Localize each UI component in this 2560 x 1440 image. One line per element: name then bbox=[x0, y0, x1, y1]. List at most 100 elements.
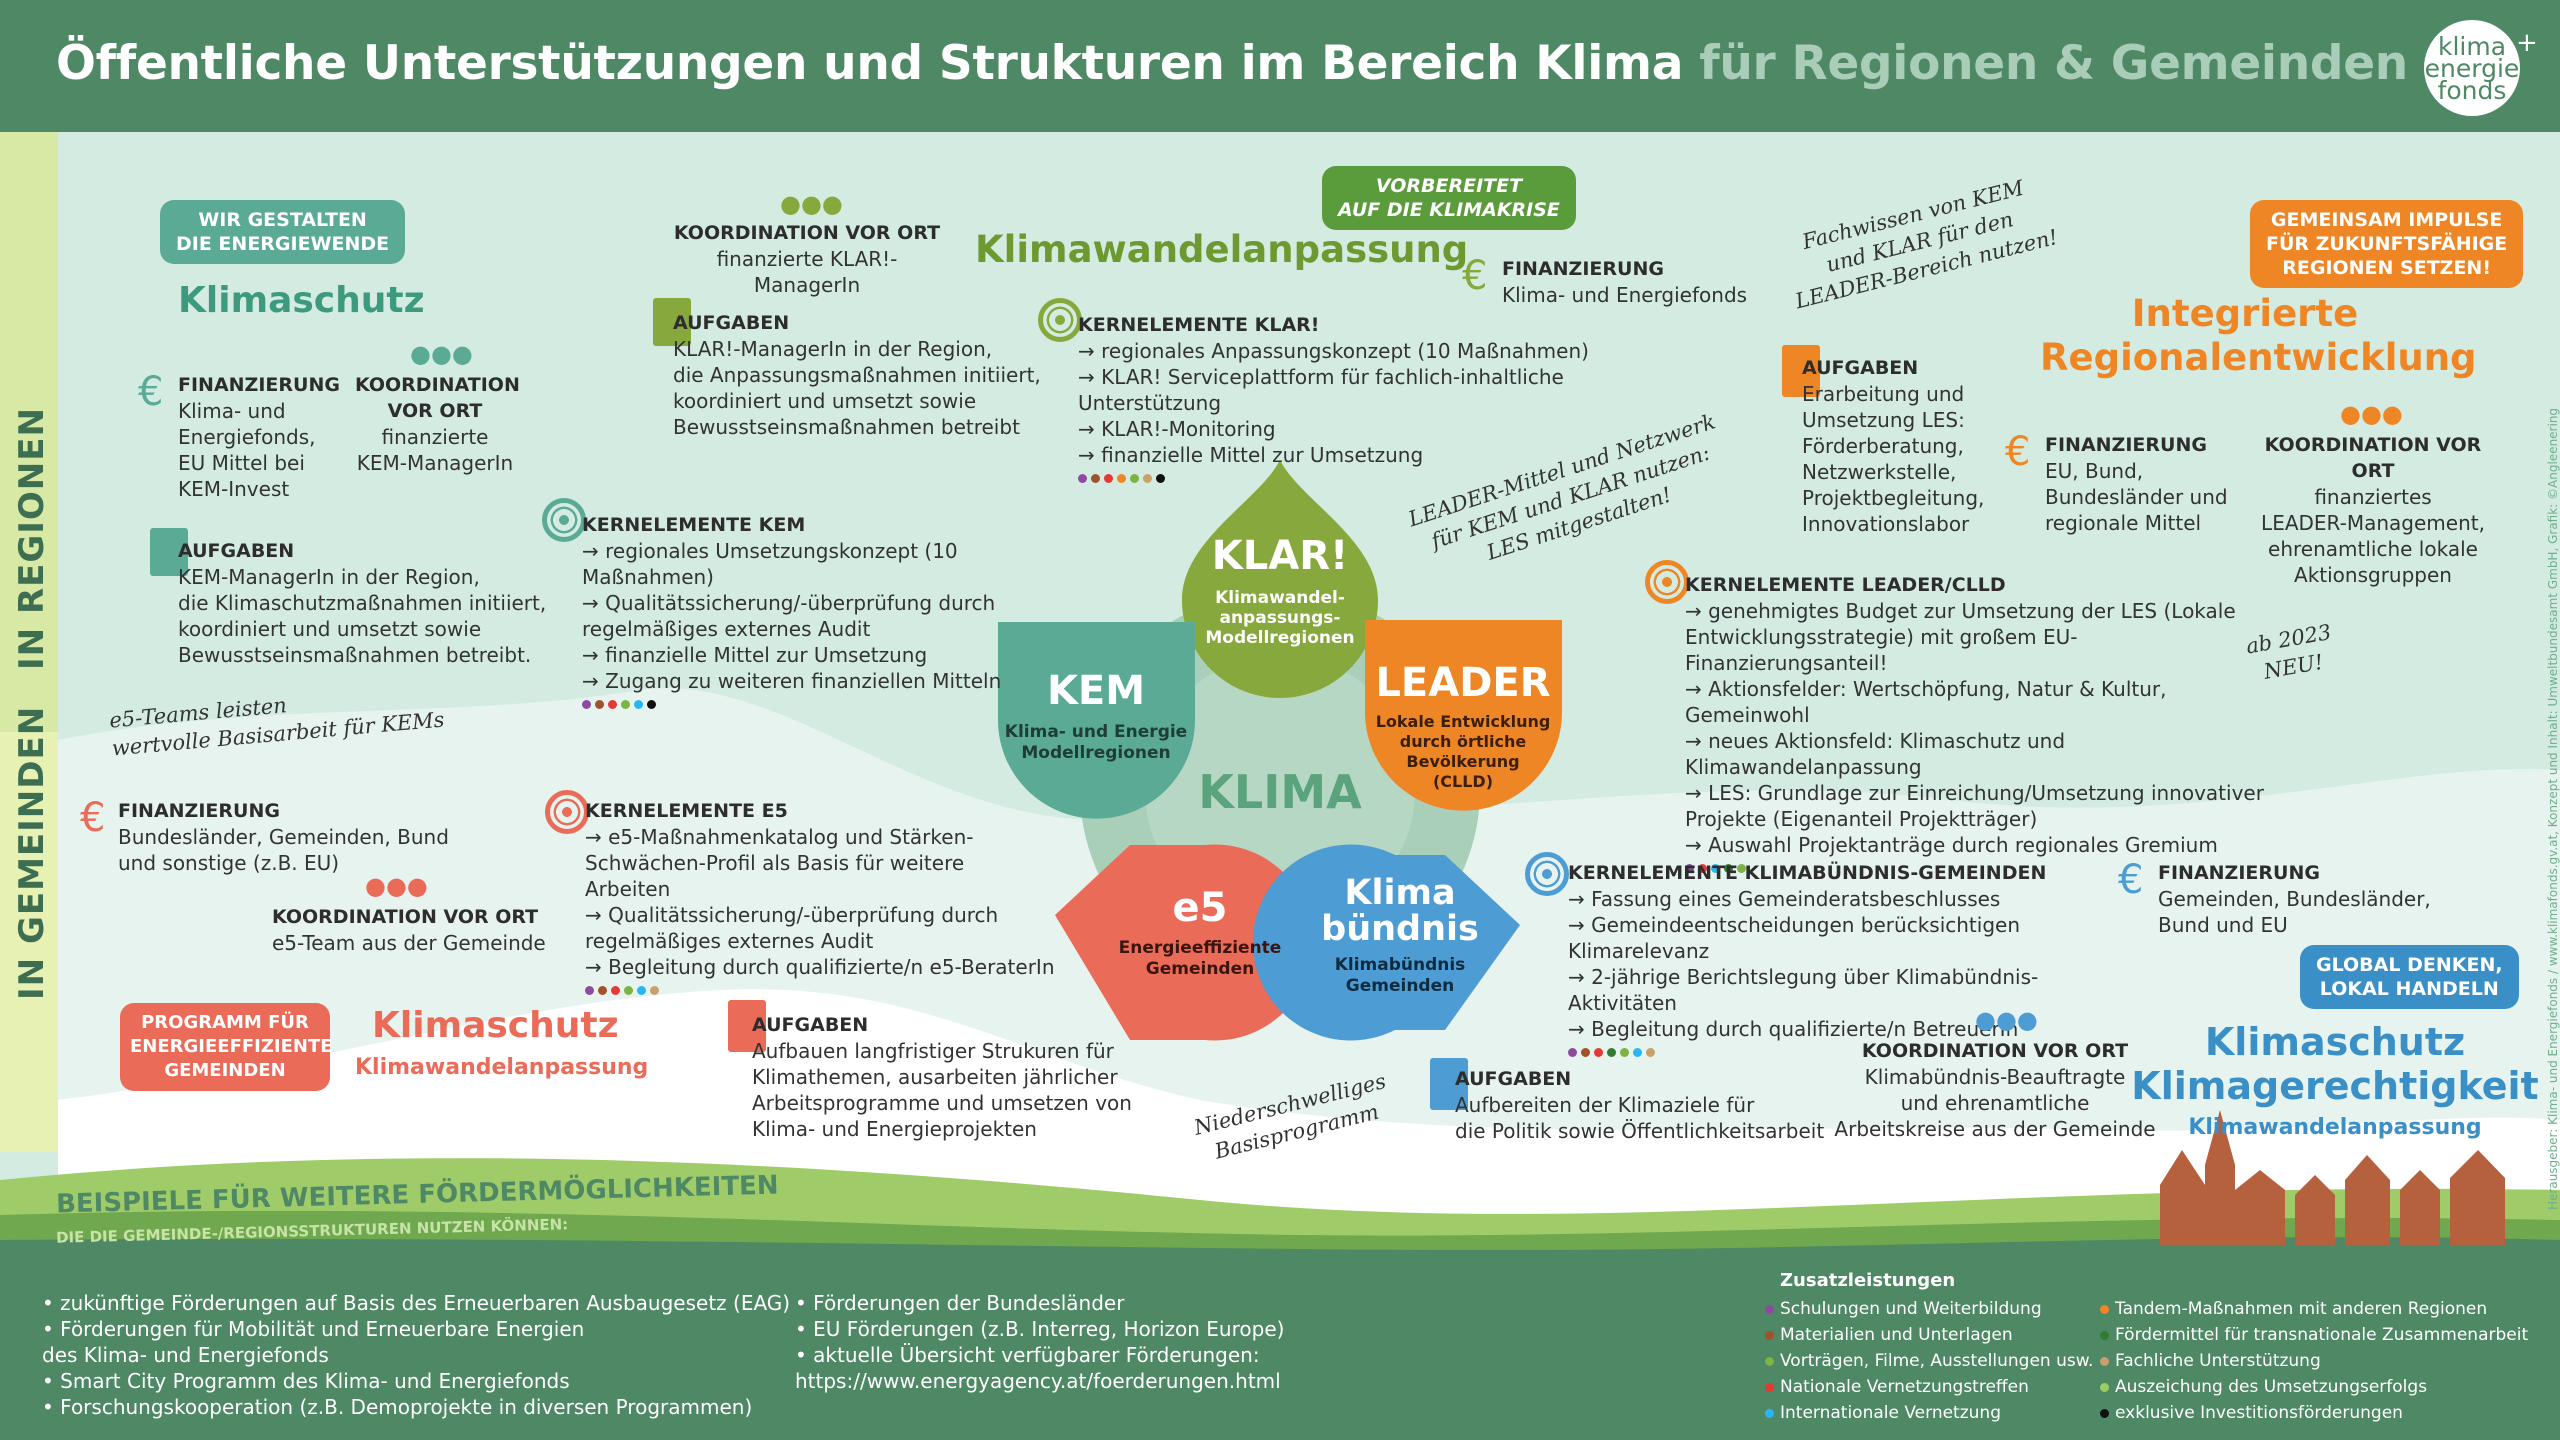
klar-fin-heading: FINANZIERUNG bbox=[1502, 258, 1664, 280]
kem-shape bbox=[997, 622, 1195, 819]
kem-kern-item: → regionales Umsetzungskonzept (10 Maßna… bbox=[582, 539, 958, 589]
kb-kern-item: → 2-jährige Berichtslegung über Klimabün… bbox=[1568, 965, 2039, 1015]
klar-section-title: Klimawandelanpassung bbox=[975, 228, 1469, 271]
service-dot bbox=[611, 986, 620, 995]
leader-fin-text: EU, Bund, Bundesländer und regionale Mit… bbox=[2045, 459, 2228, 535]
kb-bubble: GLOBAL DENKEN, LOKAL HANDELN bbox=[2300, 945, 2519, 1009]
leader-subtitle: Lokale Entwicklung durch örtliche Bevölk… bbox=[1375, 712, 1551, 791]
bottom-list-item: • zukünftige Förderungen auf Basis des E… bbox=[42, 1291, 791, 1315]
e5-auf-heading: AUFGABEN bbox=[752, 1014, 869, 1036]
service-dot bbox=[1646, 1048, 1655, 1057]
kb-kern-item: → Fassung eines Gemeinderatsbeschlusses bbox=[1568, 887, 2001, 911]
kb-section-subtitle: Klimawandelanpassung bbox=[2188, 1115, 2482, 1140]
e5-fin-heading: FINANZIERUNG bbox=[118, 800, 280, 822]
zusatz-label: Materialien und Unterlagen bbox=[1780, 1325, 2013, 1345]
zusatz-item: Fördermittel für transnationale Zusammen… bbox=[2100, 1322, 2545, 1348]
kem-kern-heading: KERNELEMENTE KEM bbox=[582, 514, 806, 536]
klar-bubble: VORBEREITET AUF DIE KLIMAKRISE bbox=[1322, 166, 1576, 230]
zusatz-item: Fachliche Unterstützung bbox=[2100, 1348, 2545, 1374]
kem-kern-item: → Zugang zu weiteren finanziellen Mittel… bbox=[582, 669, 1002, 693]
leader-kern-item: → Aktionsfelder: Wertschöpfung, Natur & … bbox=[1685, 677, 2167, 727]
kb-kern-heading: KERNELEMENTE KLIMABÜNDNIS-GEMEINDEN bbox=[1568, 862, 2047, 884]
klar-kern-item: → regionales Anpassungskonzept (10 Maßna… bbox=[1078, 339, 1589, 363]
service-dot bbox=[585, 986, 594, 995]
kb-section-title: Klimaschutz Klimagerechtigkeit bbox=[2131, 1020, 2539, 1108]
service-dot bbox=[598, 986, 607, 995]
klar-subtitle: Klimawandel- anpassungs- Modellregionen bbox=[1205, 588, 1355, 648]
klar-ko-heading: KOORDINATION VOR ORT bbox=[673, 222, 941, 244]
clipboard-icon bbox=[1430, 1058, 1468, 1110]
leader-auf-text: Erarbeitung und Umsetzung LES: Förderber… bbox=[1802, 382, 1985, 536]
zusatz-label: Schulungen und Weiterbildung bbox=[1780, 1299, 2042, 1319]
target-icon bbox=[1038, 298, 1082, 342]
strip-regionen bbox=[0, 132, 58, 732]
legend-dot bbox=[1765, 1356, 1774, 1366]
service-dot bbox=[582, 700, 591, 709]
service-dot bbox=[1581, 1048, 1590, 1057]
zusatz-label: Tandem-Maßnahmen mit anderen Regionen bbox=[2115, 1299, 2488, 1319]
service-dot bbox=[1620, 1048, 1629, 1057]
zusatz-label: Nationale Vernetzungstreffen bbox=[1780, 1377, 2029, 1397]
service-dot bbox=[1594, 1048, 1603, 1057]
kem-subtitle: Klima- und Energie Modellregionen bbox=[1004, 722, 1188, 763]
kem-fin-text: Klima- und Energiefonds, EU Mittel bei K… bbox=[178, 399, 316, 501]
klar-auf-heading: AUFGABEN bbox=[673, 312, 790, 334]
legend-dot bbox=[1765, 1330, 1774, 1340]
zusatz-label: Auszeichung des Umsetzungserfolgs bbox=[2115, 1377, 2428, 1397]
zusatz-label: Fachliche Unterstützung bbox=[2115, 1351, 2321, 1371]
kem-title: KEM bbox=[1046, 668, 1146, 714]
kb-kern-item: → Begleitung durch qualifizierte/n Betre… bbox=[1568, 1017, 2019, 1041]
strip-gemeinden bbox=[0, 732, 58, 1152]
target-icon bbox=[545, 790, 589, 834]
service-dot bbox=[608, 700, 617, 709]
service-dot bbox=[1078, 474, 1087, 483]
legend-dot bbox=[2100, 1356, 2109, 1366]
zusatz-label: Internationale Vernetzung bbox=[1780, 1403, 2001, 1423]
euro-icon: € bbox=[80, 795, 106, 841]
people-icon: ●●● bbox=[780, 190, 843, 218]
klar-auf-text: KLAR!-ManagerIn in der Region, die Anpas… bbox=[673, 337, 1041, 439]
kb-kern-list: → Fassung eines Gemeinderatsbeschlusses →… bbox=[1568, 886, 2128, 1042]
klar-kern-item: → KLAR! Serviceplattform für fachlich-in… bbox=[1078, 365, 1564, 415]
clipboard-icon bbox=[1782, 345, 1820, 397]
legend-dot bbox=[1765, 1304, 1774, 1314]
kem-kern-list: → regionales Umsetzungskonzept (10 Maßna… bbox=[582, 538, 1052, 694]
kem-fin-heading: FINANZIERUNG bbox=[178, 374, 340, 396]
e5-kern-item: → e5-Maßnahmenkatalog und Stärken- Schwä… bbox=[585, 825, 974, 901]
leader-kern-heading: KERNELEMENTE LEADER/CLLD bbox=[1685, 574, 2006, 596]
service-dot bbox=[634, 700, 643, 709]
leader-fin-heading: FINANZIERUNG bbox=[2045, 434, 2207, 456]
kb-title: Klima bündnis bbox=[1321, 873, 1479, 949]
service-dot bbox=[650, 986, 659, 995]
zusatz-label: Vorträgen, Filme, Ausstellungen usw. bbox=[1780, 1351, 2094, 1371]
kem-section-title: Klimaschutz bbox=[178, 280, 425, 321]
legend-dot bbox=[2100, 1304, 2109, 1314]
service-dot bbox=[1104, 474, 1113, 483]
klar-kern-list: → regionales Anpassungskonzept (10 Maßna… bbox=[1078, 338, 1698, 468]
zusatz-title: Zusatzleistungen bbox=[1780, 1270, 1956, 1291]
people-icon: ●●● bbox=[2340, 400, 2403, 428]
service-dot bbox=[1130, 474, 1139, 483]
leader-kern-item: → neues Aktionsfeld: Klimaschutz und Kli… bbox=[1685, 729, 2066, 779]
e5-ko-heading: KOORDINATION VOR ORT bbox=[272, 906, 539, 928]
logo-plus: + bbox=[2516, 28, 2538, 58]
klimafonds-logo: klima energie fonds bbox=[2424, 20, 2520, 116]
e5-bubble: PROGRAMM FÜR ENERGIEEFFIZIENTE GEMEINDEN bbox=[120, 1003, 333, 1091]
logo-line1: klima bbox=[2437, 32, 2507, 61]
kb-auf-text: Aufbereiten der Klimaziele für die Polit… bbox=[1455, 1093, 1825, 1143]
kb-subtitle: Klimabündnis Gemeinden bbox=[1334, 955, 1466, 996]
kem-auf-heading: AUFGABEN bbox=[178, 540, 295, 562]
e5-service-dots bbox=[585, 986, 1055, 995]
kem-auf-text: KEM-ManagerIn in der Region, die Klimasc… bbox=[178, 565, 547, 667]
logo-line2: energie bbox=[2424, 54, 2520, 83]
bottom-list-col2: • Förderungen der Bundesländer• EU Förde… bbox=[795, 1290, 1284, 1394]
kem-kern-item: → finanzielle Mittel zur Umsetzung bbox=[582, 643, 928, 667]
bottom-list-item: • EU Förderungen (z.B. Interreg, Horizon… bbox=[795, 1317, 1285, 1341]
kb-service-dots bbox=[1568, 1048, 2128, 1057]
people-icon: ●●● bbox=[1975, 1006, 2038, 1034]
clipboard-icon bbox=[150, 528, 188, 576]
target-icon bbox=[1525, 852, 1569, 896]
kem-bubble: WIR GESTALTEN DIE ENERGIEWENDE bbox=[160, 200, 406, 264]
service-dot bbox=[624, 986, 633, 995]
leader-ko-text: finanziertes LEADER-Management, ehrenamt… bbox=[2261, 485, 2485, 587]
